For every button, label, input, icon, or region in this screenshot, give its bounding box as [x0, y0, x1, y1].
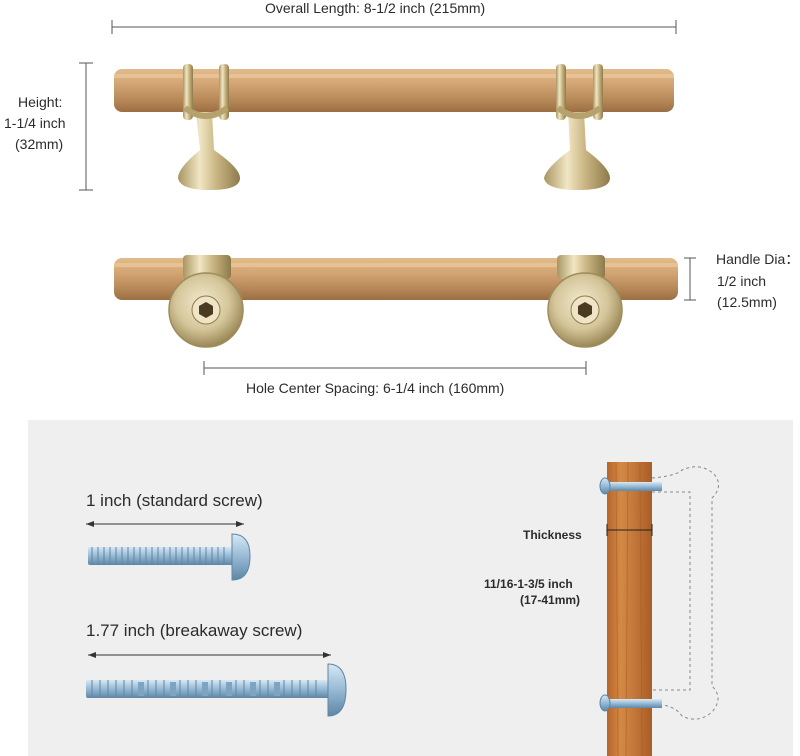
pull-handle-illustrations	[79, 20, 696, 375]
handle-side-view	[114, 64, 674, 190]
thickness-label: Thickness	[523, 528, 582, 542]
breakaway-screw	[86, 652, 347, 717]
installation-diagram	[599, 461, 719, 756]
height-label-line2: 1-1/4 inch	[4, 115, 66, 131]
overall-length-dimension	[111, 20, 677, 34]
breakaway-screw-label: 1.77 inch (breakaway screw)	[86, 621, 303, 640]
handle-diameter-dimension	[684, 257, 696, 301]
thickness-range-line2: (17-41mm)	[520, 593, 581, 607]
height-label-line3: (32mm)	[15, 136, 64, 152]
standard-screw-label: 1 inch (standard screw)	[86, 491, 263, 510]
height-dimension	[79, 62, 93, 191]
height-label-line1: Height:	[18, 94, 63, 110]
handle-dia-label-line1: Handle Dia：	[716, 251, 800, 267]
hole-spacing-dimension	[203, 361, 587, 375]
handle-dia-label-line3: (12.5mm)	[717, 294, 777, 310]
handle-dia-label-line2: 1/2 inch	[717, 273, 767, 289]
overall-length-label: Overall Length: 8-1/2 inch (215mm)	[265, 0, 486, 16]
standard-screw	[86, 521, 251, 581]
hole-spacing-label: Hole Center Spacing: 6-1/4 inch (160mm)	[246, 380, 505, 396]
thickness-range-line1: 11/16-1-3/5 inch	[484, 577, 573, 591]
handle-front-view	[114, 255, 678, 348]
